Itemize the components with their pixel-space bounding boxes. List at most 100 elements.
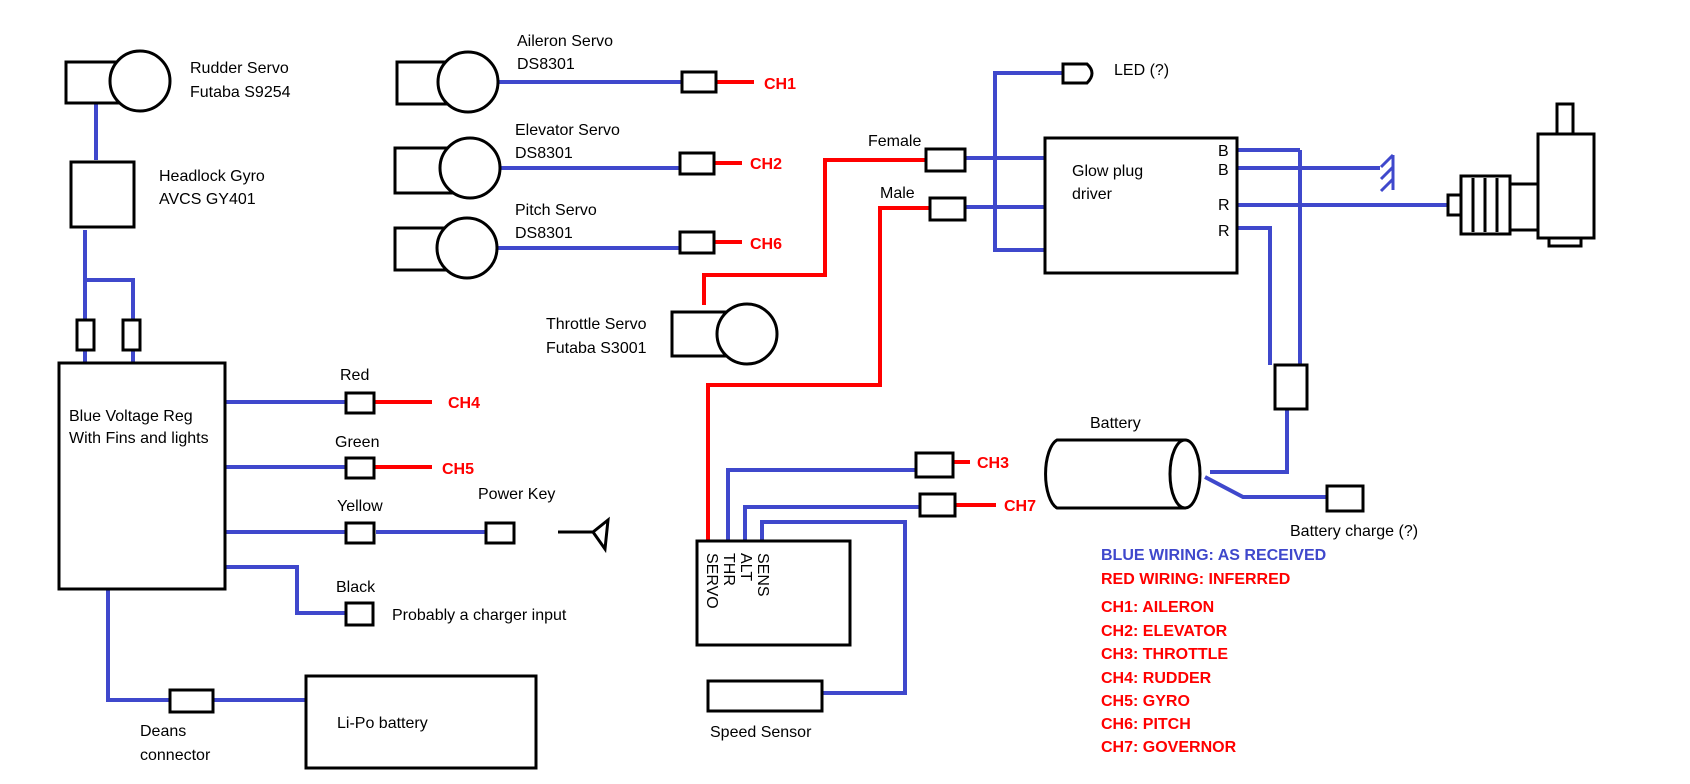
battery-icon	[1044, 438, 1202, 510]
red-wires	[374, 80, 996, 541]
ch6-label: CH6	[750, 236, 782, 253]
wire-conn-battery	[1210, 410, 1289, 474]
servo-horn-icon	[436, 50, 500, 114]
wire-gov-servo	[726, 468, 916, 541]
gyro-plug-1	[75, 318, 96, 352]
ch3-label: CH3	[977, 455, 1009, 472]
engine-icon	[1446, 102, 1596, 248]
ch2-label: CH2	[750, 156, 782, 173]
wire-battery-charge	[1204, 475, 1327, 499]
connector-ch7	[918, 492, 957, 518]
gyro-plug-2	[121, 318, 142, 352]
female-connector	[924, 147, 967, 173]
wire-throttle-female	[702, 158, 926, 305]
throttle-servo-model: Futaba S3001	[546, 340, 647, 357]
speed-sensor-box	[706, 679, 824, 713]
voltage-reg-box	[57, 361, 227, 591]
deans-connector-box	[168, 688, 215, 714]
speed-sensor-label: Speed Sensor	[710, 724, 812, 741]
connector-red	[344, 391, 376, 415]
wire-male-gov	[706, 206, 930, 541]
aileron-servo-name: Aileron Servo	[517, 33, 613, 50]
ch4-label: CH4	[448, 395, 480, 412]
glow-driver-line2: driver	[1072, 186, 1113, 203]
aileron-servo-model: DS8301	[517, 56, 575, 73]
lipo-label: Li-Po battery	[337, 715, 428, 732]
legend-red-wiring: RED WIRING: INFERRED	[1101, 571, 1290, 588]
wire-gov-sens	[760, 520, 907, 695]
pitch-servo-model: DS8301	[515, 225, 573, 242]
driver-pin-r2: R	[1218, 223, 1230, 240]
servo-horn-icon	[435, 216, 499, 280]
rudder-servo-name: Rudder Servo	[190, 60, 289, 77]
wire-gyro-lead	[85, 278, 135, 320]
power-key-connector	[484, 521, 516, 545]
wire-label-yellow: Yellow	[337, 498, 383, 515]
battery-charge-connector	[1325, 484, 1365, 513]
legend-channel-item: CH6: PITCH	[1101, 716, 1191, 733]
connector-ch6	[678, 230, 716, 255]
wire-label-green: Green	[335, 434, 379, 451]
driver-pin-b2: B	[1218, 162, 1229, 179]
gyro-name: Headlock Gyro	[159, 168, 265, 185]
wire-reg-deans	[106, 590, 170, 702]
led-icon	[1061, 62, 1094, 85]
legend-channel-item: CH3: THROTTLE	[1101, 646, 1228, 663]
rudder-servo	[64, 49, 172, 113]
voltage-reg-line1: Blue Voltage Reg	[69, 408, 193, 425]
servo-horn-icon	[438, 136, 502, 200]
wire-black-lead	[225, 565, 346, 615]
elevator-servo-name: Elevator Servo	[515, 122, 620, 139]
driver-pin-r1: R	[1218, 197, 1230, 214]
servo-horn-icon	[108, 49, 172, 113]
power-key-icon	[558, 516, 610, 554]
ch1-label: CH1	[764, 76, 796, 93]
elevator-servo-model: DS8301	[515, 145, 573, 162]
pitch-servo-name: Pitch Servo	[515, 202, 597, 219]
battery-connector	[1273, 363, 1309, 411]
throttle-servo	[670, 302, 779, 366]
legend-channel-item: CH2: ELEVATOR	[1101, 623, 1228, 640]
connector-green	[344, 456, 376, 480]
gyro-box	[69, 160, 136, 229]
aileron-servo	[395, 50, 500, 114]
pitch-servo	[393, 216, 499, 280]
legend: BLUE WIRING: AS RECEIVED RED WIRING: INF…	[1101, 547, 1326, 756]
gov-port-alt: ALT	[737, 553, 754, 581]
rudder-servo-model: Futaba S9254	[190, 84, 291, 101]
female-label: Female	[868, 133, 921, 150]
blue-wires	[83, 71, 1448, 702]
driver-pin-b1: B	[1218, 143, 1229, 160]
ch7-label: CH7	[1004, 498, 1036, 515]
servo-horn-icon	[715, 302, 779, 366]
led-label: LED (?)	[1114, 62, 1169, 79]
deans-line2: connector	[140, 747, 211, 764]
connector-ch3	[914, 451, 955, 479]
gyro-model: AVCS GY401	[159, 191, 256, 208]
connector-ch2	[678, 151, 716, 176]
charger-input-label: Probably a charger input	[392, 607, 567, 624]
gov-port-thr: THR	[720, 553, 737, 586]
throttle-servo-name: Throttle Servo	[546, 316, 647, 333]
connector-black	[344, 601, 375, 627]
deans-line1: Deans	[140, 723, 186, 740]
connector-yellow	[344, 521, 376, 545]
male-label: Male	[880, 185, 915, 202]
glow-plug-driver-box	[1043, 136, 1239, 275]
ground-icon	[1379, 153, 1395, 193]
ch5-label: CH5	[442, 461, 474, 478]
legend-channel-item: CH7: GOVERNOR	[1101, 739, 1237, 756]
voltage-reg-line2: With Fins and lights	[69, 430, 209, 447]
connector-ch1	[680, 70, 718, 94]
wire-driver-r2	[1237, 226, 1272, 365]
gov-port-sens: SENS	[754, 553, 771, 597]
battery-charge-label: Battery charge (?)	[1290, 523, 1418, 540]
legend-channel-item: CH5: GYRO	[1101, 693, 1190, 710]
governor-box	[695, 539, 852, 647]
wire-led	[993, 71, 1063, 252]
wire-gov-thr	[743, 505, 920, 541]
legend-blue-wiring: BLUE WIRING: AS RECEIVED	[1101, 547, 1326, 564]
legend-channel-item: CH4: RUDDER	[1101, 670, 1212, 687]
wire-label-black: Black	[336, 579, 376, 596]
